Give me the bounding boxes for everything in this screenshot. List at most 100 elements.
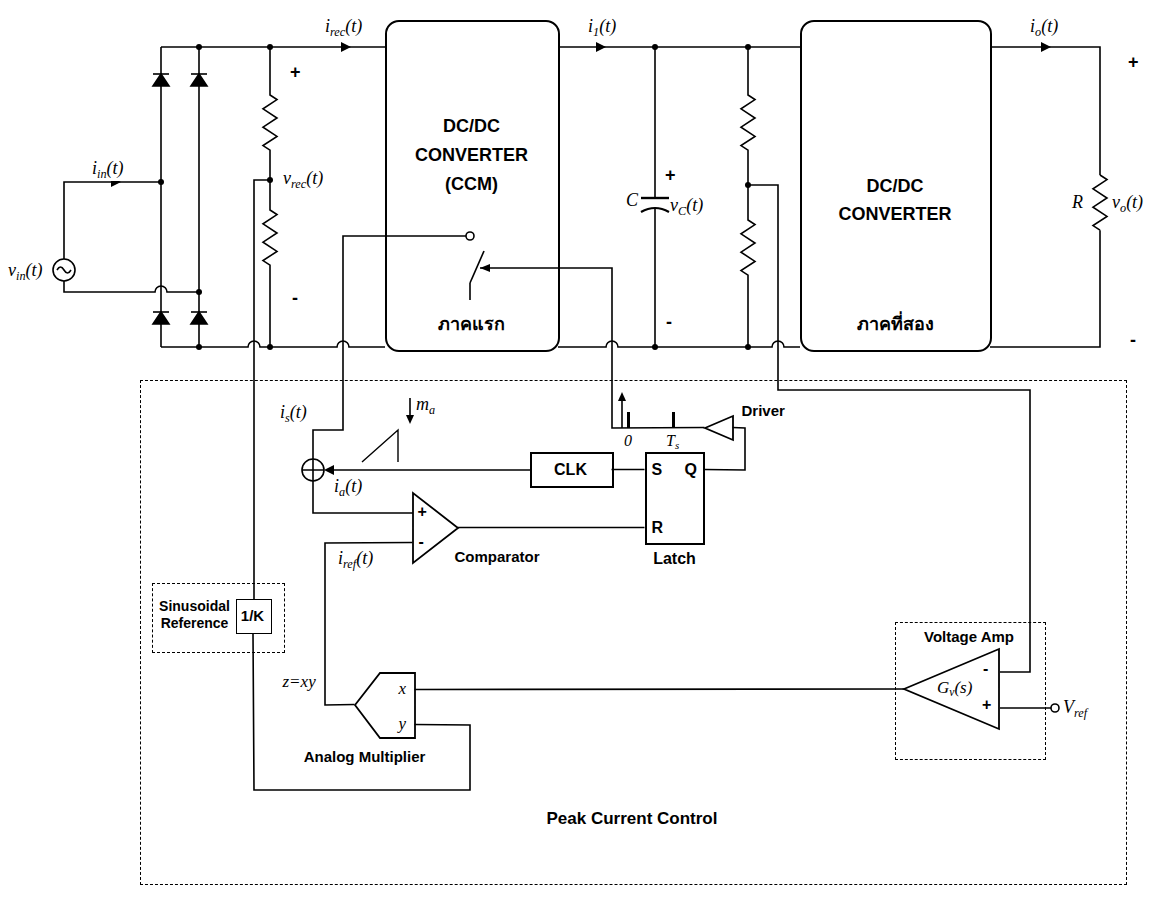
capacitor-symbol [641,47,669,347]
signal-connector [325,543,413,706]
node-text: Sinusoidal Reference [156,598,234,632]
subscript: rec [291,177,306,191]
signal-label: i1(t) [588,16,616,39]
node-text: x [399,679,407,699]
signal-label: R [1072,192,1083,213]
latch-box: SQRLatch [645,452,705,545]
signal-label: Ts [666,432,679,452]
error-amplifier: -Gv(s) + [901,647,1001,731]
converter-box: DC/DC CONVERTER ภาคที่สอง [800,20,992,352]
subscript: a [429,403,435,417]
signal-label: iin(t) [92,158,124,181]
node-text: Analog Multiplier [275,748,455,765]
summing-junction [302,459,324,481]
node-text: Comparator [455,548,540,565]
node-text: - [983,660,988,678]
shape-outline [904,649,999,729]
node-text: + [418,503,427,521]
subscript: v [949,686,954,699]
shape-outline [705,416,733,440]
signal-connector [612,469,645,471]
subscript: in [16,269,26,283]
diode-symbol [153,74,207,324]
signal-label: 0 [624,432,632,450]
subscript: ref [343,557,356,571]
power-wire [64,47,1100,347]
node-text: Q [685,461,697,479]
node-text: DC/DC CONVERTER (CCM) [405,112,538,199]
subscript: a [339,485,345,499]
comparator-symbol: + - Comparator [410,490,542,570]
control-region: Peak Current Control CLK DriverS Q R Latch + - C… [140,380,1127,885]
node-text: ภาคแรก [387,314,556,335]
node-text: - [419,533,424,551]
converter-box: DC/DC CONVERTER (CCM) ภาคแรก [385,20,560,352]
signal-label: iref(t) [338,548,373,571]
subscript: 1 [593,25,599,39]
pulse-graph [621,400,623,428]
node-text: Peak Current Control [141,809,1123,829]
signal-label: - [666,312,672,333]
node-text: ภาคที่สอง [802,314,988,335]
node-text: + [982,696,991,714]
node-text: Gv(s) [937,678,972,700]
signal-connector [253,634,470,790]
signal-label: ma [416,394,435,417]
signal-label: io(t) [1030,16,1058,39]
signal-label: vo(t) [1112,192,1143,215]
signal-connector [480,268,705,428]
resistor-symbol [263,47,1107,347]
subscript: rec [330,25,345,39]
signal-label: Vref [1063,697,1087,720]
subscript: ref [1074,706,1087,720]
subscript: in [97,167,107,181]
signal-connector [415,688,905,690]
signal-label: + [665,165,676,186]
arrow-head [111,42,1051,475]
node-text: y [399,714,407,734]
subscript: s [675,439,679,451]
driver-amplifier: Driver [700,398,795,444]
subscript: o [1035,25,1041,39]
signal-label: - [292,288,298,309]
node-text: S [652,461,663,479]
signal-label: vrec(t) [283,168,323,191]
clock-box: CLK [530,452,614,488]
node-text: z=xy [283,672,316,692]
shape-outline [413,493,458,563]
signal-label: irec(t) [325,16,362,39]
reference-region: Sinusoidal Reference1/K [152,583,285,653]
multiplier-symbol: z=xy xyAnalog Multiplier [275,668,455,770]
signal-label: + [290,62,301,83]
signal-label: C [626,190,638,211]
signal-label: ia(t) [334,476,362,499]
signal-connector [705,428,746,471]
subscript: s [285,411,290,425]
node-text: 1/K [237,607,268,624]
shape-outline [355,673,415,738]
switch-symbol [466,232,484,300]
signal-label: - [1130,330,1136,351]
gain-box: 1/K [236,599,272,634]
signal-wire [254,180,1051,708]
signal-label: vC(t) [670,195,703,218]
signal-connector [458,527,645,529]
node-text: R [652,519,664,537]
subscript: o [1120,201,1126,215]
junction-dot [158,44,751,350]
amplifier-region: Voltage Amp -Gv(s) + [895,622,1047,760]
subscript: C [678,204,686,218]
signal-label: is(t) [280,402,307,425]
ramp-symbol [362,398,410,462]
ac-source [53,259,75,281]
node-text: Voltage Amp [896,628,1043,645]
signal-label: vin(t) [8,260,43,283]
terminal [1051,704,1059,712]
node-text: CLK [532,461,610,479]
node-text: Latch [635,550,715,568]
signal-label: + [1128,52,1139,73]
node-text: DC/DC CONVERTER [815,172,975,228]
